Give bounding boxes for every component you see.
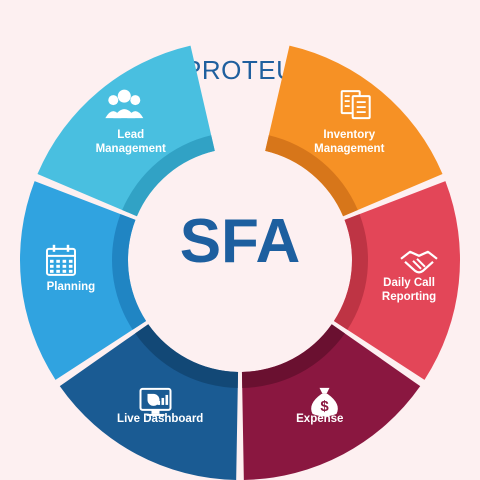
svg-text:$: $ [320, 398, 329, 415]
segment-planning[interactable]: Planning [20, 181, 147, 380]
clipboard-icon [340, 90, 371, 120]
segment-label: Live Dashboard [117, 413, 203, 425]
money-bag-icon: $ [311, 387, 338, 417]
calendar-icon [45, 244, 76, 276]
dashboard-icon [139, 387, 172, 416]
segment-label: Daily Call [383, 277, 435, 289]
segment-live-dashboard[interactable]: Live Dashboard [59, 324, 239, 480]
segment-label: Management [314, 143, 384, 155]
segment-label: Lead [117, 129, 144, 141]
segment-label: Expense [296, 413, 343, 425]
segment-label: Planning [47, 281, 96, 293]
segment-label: Inventory [323, 129, 375, 141]
segment-label: Reporting [382, 291, 436, 303]
group-icon [105, 89, 144, 119]
segment-expense[interactable]: $Expense [241, 324, 421, 480]
handshake-icon [400, 250, 438, 274]
center-title: SFA [180, 207, 301, 276]
segment-label: Management [96, 143, 166, 155]
